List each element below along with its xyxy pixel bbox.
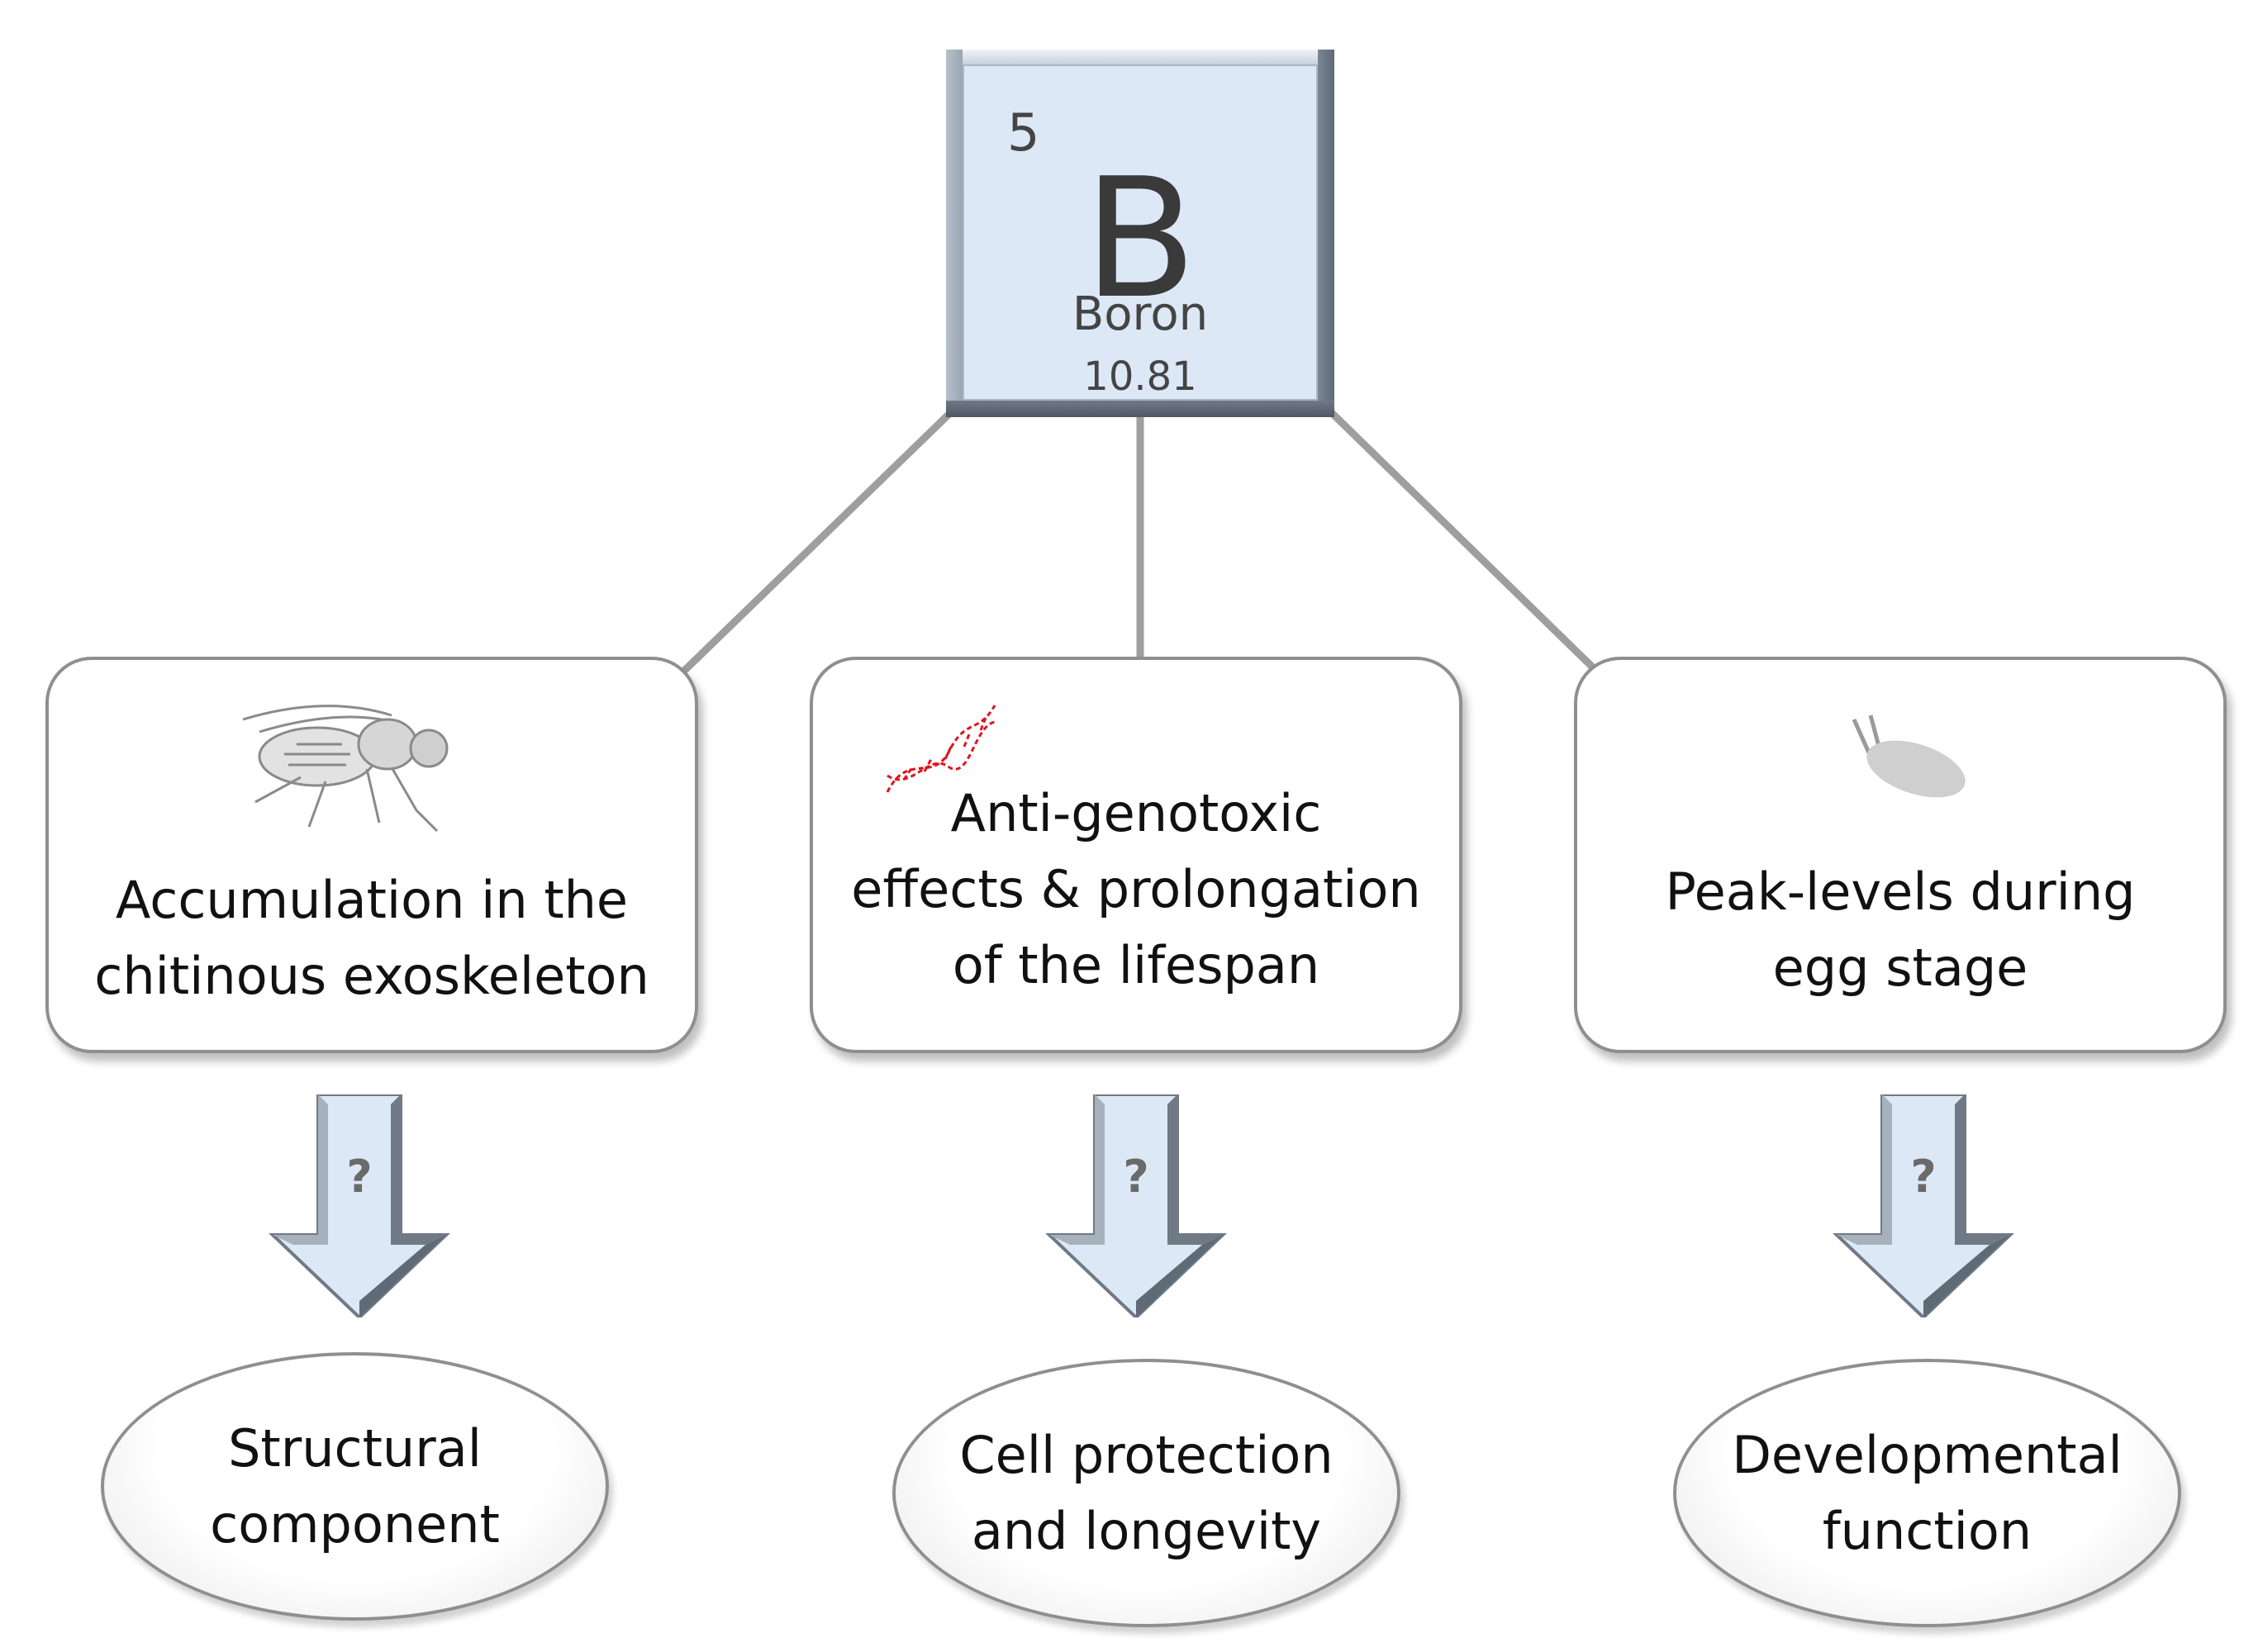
box-exoskeleton-text: Accumulation in the chitinous exoskeleto… (94, 870, 649, 1006)
outcome-cell-protection: Cell protection and longevity (892, 1359, 1400, 1627)
arrow-2-label: ? (1123, 1151, 1149, 1203)
element-symbol: B (1083, 143, 1197, 335)
atomic-mass: 10.81 (1083, 354, 1197, 400)
box-egg-stage-text: Peak-levels during egg stage (1665, 862, 2136, 998)
arrow-1: ? (269, 1094, 450, 1317)
connector-left (678, 410, 953, 676)
arrow-3: ? (1833, 1094, 2014, 1317)
down-arrow-icon (1833, 1094, 2014, 1317)
down-arrow-icon (269, 1094, 450, 1317)
outcome-developmental: Developmental function (1673, 1359, 2181, 1627)
box-anti-genotoxic-text: Anti-genotoxic effects & prolongation of… (851, 783, 1421, 995)
box-egg-stage: Peak-levels during egg stage (1574, 657, 2227, 1053)
dna-icon (886, 705, 996, 793)
fly-icon (242, 705, 449, 833)
arrow-2: ? (1045, 1094, 1227, 1317)
arrow-3-label: ? (1910, 1151, 1937, 1203)
element-name: Boron (1072, 287, 1209, 341)
atomic-number: 5 (1007, 102, 1040, 163)
box-anti-genotoxic: Anti-genotoxic effects & prolongation of… (810, 657, 1462, 1053)
connector-right (1329, 410, 1602, 676)
boron-element-tile: 5 B Boron 10.81 (946, 50, 1334, 417)
arrow-1-label: ? (346, 1151, 373, 1203)
outcome-structural: Structural component (101, 1352, 609, 1621)
down-arrow-icon (1045, 1094, 1227, 1317)
egg-icon (1852, 714, 1966, 798)
box-exoskeleton: Accumulation in the chitinous exoskeleto… (45, 657, 698, 1053)
